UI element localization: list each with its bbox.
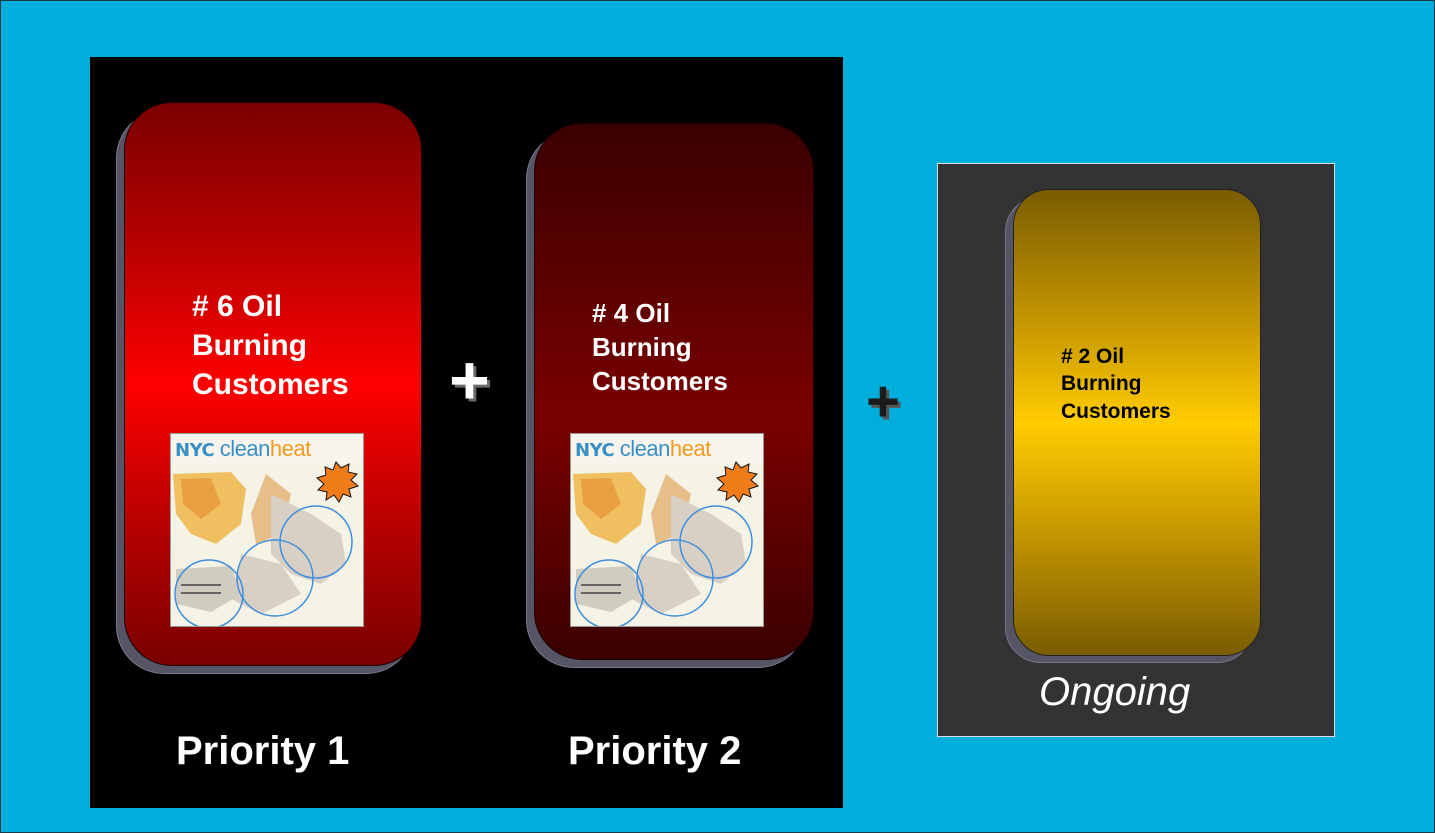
card-3-line2: Burning [1061, 372, 1142, 396]
map-1-graphic [171, 461, 363, 626]
ongoing-label: Ongoing [1039, 670, 1191, 714]
priority-1-label: Priority 1 [176, 729, 350, 773]
nyc-cleanheat-map-2: NYC cleanheat [570, 433, 764, 627]
card-2-line2: Burning [592, 331, 692, 362]
card-3-text: # 2 Oil Burning Customers [1061, 343, 1171, 425]
card-1-text: # 6 Oil Burning Customers [192, 287, 349, 404]
map-2-title: NYC cleanheat [575, 436, 711, 462]
card-2-text: # 4 Oil Burning Customers [592, 297, 728, 398]
card-3-line1: # 2 Oil [1061, 345, 1125, 368]
card-1-line2: Burning [192, 329, 307, 362]
map-2-graphic [571, 461, 763, 626]
card-no2-oil [1013, 189, 1261, 656]
nyc-cleanheat-map-1: NYC cleanheat [170, 433, 364, 627]
map-2-brand-heat: heat [669, 436, 711, 461]
map-1-brand-clean: clean [219, 436, 271, 461]
map-1-brand-nyc: NYC [175, 440, 215, 461]
plus-sign-1: + [449, 341, 490, 419]
card-1-line3: Customers [192, 368, 349, 401]
map-2-brand-nyc: NYC [575, 440, 615, 461]
map-1-brand-heat: heat [269, 436, 311, 461]
map-1-title: NYC cleanheat [175, 436, 311, 462]
plus-sign-2: + [866, 368, 900, 435]
map-2-brand-clean: clean [619, 436, 671, 461]
card-2-line1: # 4 Oil [592, 298, 671, 328]
plus-sign-2-glyph: + [866, 369, 900, 434]
card-1-line1: # 6 Oil [192, 290, 283, 323]
card-2-line3: Customers [592, 365, 728, 396]
priority-2-label: Priority 2 [568, 729, 742, 773]
card-3-line3: Customers [1061, 399, 1171, 423]
